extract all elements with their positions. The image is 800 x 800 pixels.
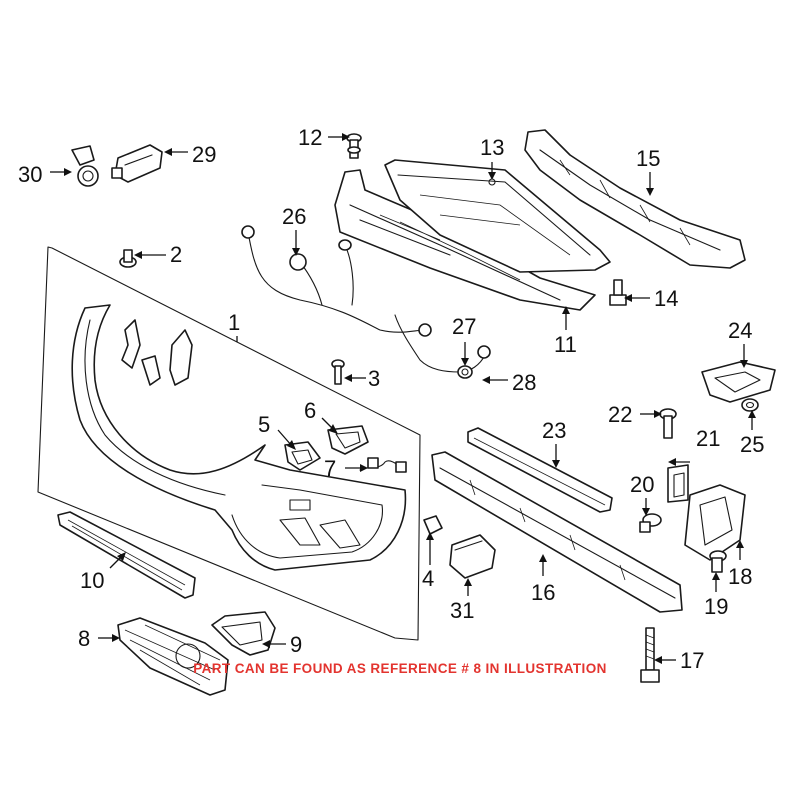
callout-14: 14 xyxy=(624,286,678,311)
callout-5: 5 xyxy=(258,412,296,450)
callout-10-label: 10 xyxy=(80,568,104,593)
part-8-grille xyxy=(117,617,229,696)
part-21-bracket xyxy=(667,464,689,503)
callout-24: 24 xyxy=(728,318,752,368)
part-23-bar xyxy=(467,427,613,513)
callout-26: 26 xyxy=(282,204,306,256)
callout-11: 11 xyxy=(554,306,577,357)
callout-30-label: 30 xyxy=(18,162,42,187)
callout-23-label: 23 xyxy=(542,418,566,443)
bumper-cover-panel xyxy=(37,246,421,641)
callout-31: 31 xyxy=(450,578,474,623)
part-19-bolt xyxy=(709,550,727,573)
callout-1: 1 xyxy=(228,310,240,342)
callout-4: 4 xyxy=(422,532,434,591)
callout-11-label: 11 xyxy=(554,332,577,357)
callout-19: 19 xyxy=(704,572,728,619)
part-28-sensor xyxy=(477,345,491,359)
part-15-absorber xyxy=(524,129,746,269)
callout-21: 21 xyxy=(668,426,720,466)
callout-6: 6 xyxy=(304,398,338,434)
callout-27-label: 27 xyxy=(452,314,476,339)
callout-3-label: 3 xyxy=(368,366,380,391)
callout-20: 20 xyxy=(630,472,654,516)
callout-13-label: 13 xyxy=(480,135,504,160)
callout-16: 16 xyxy=(531,554,555,605)
callout-9-label: 9 xyxy=(290,632,302,657)
part-24-bracket xyxy=(701,361,776,403)
part-6-bezel xyxy=(327,425,369,455)
part-31-module xyxy=(449,534,496,579)
callout-5-label: 5 xyxy=(258,412,270,437)
callout-18: 18 xyxy=(728,540,752,589)
part-12-pin xyxy=(346,133,362,159)
callout-10: 10 xyxy=(80,552,126,593)
callout-9: 9 xyxy=(262,632,302,657)
part-25-grommet xyxy=(741,398,759,412)
callout-27: 27 xyxy=(452,314,476,366)
callout-13: 13 xyxy=(480,135,504,180)
callout-29: 29 xyxy=(164,142,216,167)
callout-31-label: 31 xyxy=(450,598,474,623)
part-3-bolt xyxy=(331,359,345,385)
callout-26-label: 26 xyxy=(282,204,306,229)
part-2-clip xyxy=(119,249,137,268)
callout-24-label: 24 xyxy=(728,318,752,343)
callout-19-label: 19 xyxy=(704,594,728,619)
callout-16-label: 16 xyxy=(531,580,555,605)
callout-8-label: 8 xyxy=(78,626,90,651)
callout-8: 8 xyxy=(78,626,120,651)
part-26-harness xyxy=(241,225,486,373)
callout-12: 12 xyxy=(298,125,350,150)
callout-22-label: 22 xyxy=(608,402,632,427)
callout-3: 3 xyxy=(344,366,380,391)
part-9-trim xyxy=(211,611,276,656)
part-4-clip xyxy=(423,515,443,535)
callout-25: 25 xyxy=(740,410,764,457)
callout-22: 22 xyxy=(608,402,662,427)
callout-25-label: 25 xyxy=(740,432,764,457)
callout-23: 23 xyxy=(542,418,566,468)
callout-17: 17 xyxy=(654,648,704,673)
part-20-bolt xyxy=(639,513,662,533)
callout-18-label: 18 xyxy=(728,564,752,589)
callout-2-label: 2 xyxy=(170,242,182,267)
callout-29-label: 29 xyxy=(192,142,216,167)
part-14-bolt xyxy=(609,279,627,306)
part-16-beam xyxy=(431,451,683,613)
callout-20-label: 20 xyxy=(630,472,654,497)
callout-2: 2 xyxy=(134,242,182,267)
part-29-sensor xyxy=(111,144,163,183)
part-30-holder xyxy=(71,145,99,187)
part-17-bolt xyxy=(640,627,660,683)
part-22-bolt xyxy=(659,408,677,439)
part-18-bracket xyxy=(684,484,746,561)
callout-30: 30 xyxy=(18,162,72,187)
callout-7: 7 xyxy=(324,456,368,481)
part-27-sensor xyxy=(457,365,473,379)
callout-14-label: 14 xyxy=(654,286,678,311)
callout-12-label: 12 xyxy=(298,125,322,150)
callout-17-label: 17 xyxy=(680,648,704,673)
callout-4-label: 4 xyxy=(422,566,434,591)
part-7-connector xyxy=(359,457,407,473)
callout-15-label: 15 xyxy=(636,146,660,171)
callout-7-label: 7 xyxy=(324,456,336,481)
callout-1-label: 1 xyxy=(228,310,240,335)
part-13-undertray xyxy=(384,159,611,273)
callout-21-label: 21 xyxy=(696,426,720,451)
callout-28-label: 28 xyxy=(512,370,536,395)
part-10-lower-strip xyxy=(57,511,196,599)
callout-6-label: 6 xyxy=(304,398,316,423)
callout-15: 15 xyxy=(636,146,660,196)
reference-note: PART CAN BE FOUND AS REFERENCE # 8 IN IL… xyxy=(193,661,607,676)
callout-28: 28 xyxy=(482,370,536,395)
